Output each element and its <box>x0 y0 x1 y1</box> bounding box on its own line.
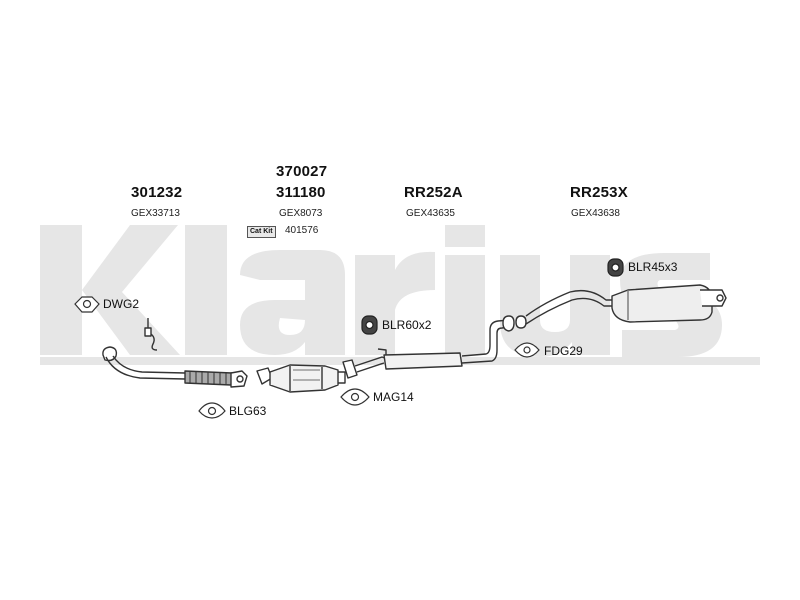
oe-number-rear-silencer: GEX43638 <box>571 208 620 219</box>
cat-kit-badge: Cat Kit <box>247 226 276 238</box>
front-pipe-drawing <box>102 346 248 388</box>
rubber-icon-blr45 <box>607 258 624 277</box>
part-number-rear-silencer: RR253X <box>570 184 628 201</box>
oe-number-catalyst: GEX8073 <box>279 208 323 219</box>
rear-silencer-drawing <box>515 284 727 329</box>
accessory-label-blr45: BLR45x3 <box>628 260 678 274</box>
exhaust-system-drawing <box>102 284 727 393</box>
part-number-catalyst-1: 370027 <box>276 163 328 180</box>
part-number-centre-silencer: RR252A <box>404 184 463 201</box>
gasket-icon-blg63 <box>198 402 226 419</box>
catalyst-drawing <box>256 364 346 393</box>
accessory-label-dwg2: DWG2 <box>103 297 139 311</box>
oe-number-centre-silencer: GEX43635 <box>406 208 455 219</box>
accessory-label-blr60: BLR60x2 <box>382 318 432 332</box>
rubber-icon-blr60 <box>361 315 378 335</box>
centre-silencer-drawing <box>342 315 515 379</box>
accessory-label-fdg29: FDG29 <box>544 344 583 358</box>
gasket-icon-dwg2 <box>74 296 100 313</box>
gasket-icon-fdg29 <box>514 342 540 358</box>
accessory-label-blg63: BLG63 <box>229 404 267 418</box>
cat-kit-number: 401576 <box>285 225 319 236</box>
accessory-label-mag14: MAG14 <box>373 390 414 404</box>
lambda-sensor <box>144 318 158 351</box>
part-number-front-pipe: 301232 <box>131 184 183 201</box>
part-number-catalyst-2: 311180 <box>276 184 326 201</box>
oe-number-front-pipe: GEX33713 <box>131 208 180 219</box>
gasket-icon-mag14 <box>340 388 370 406</box>
